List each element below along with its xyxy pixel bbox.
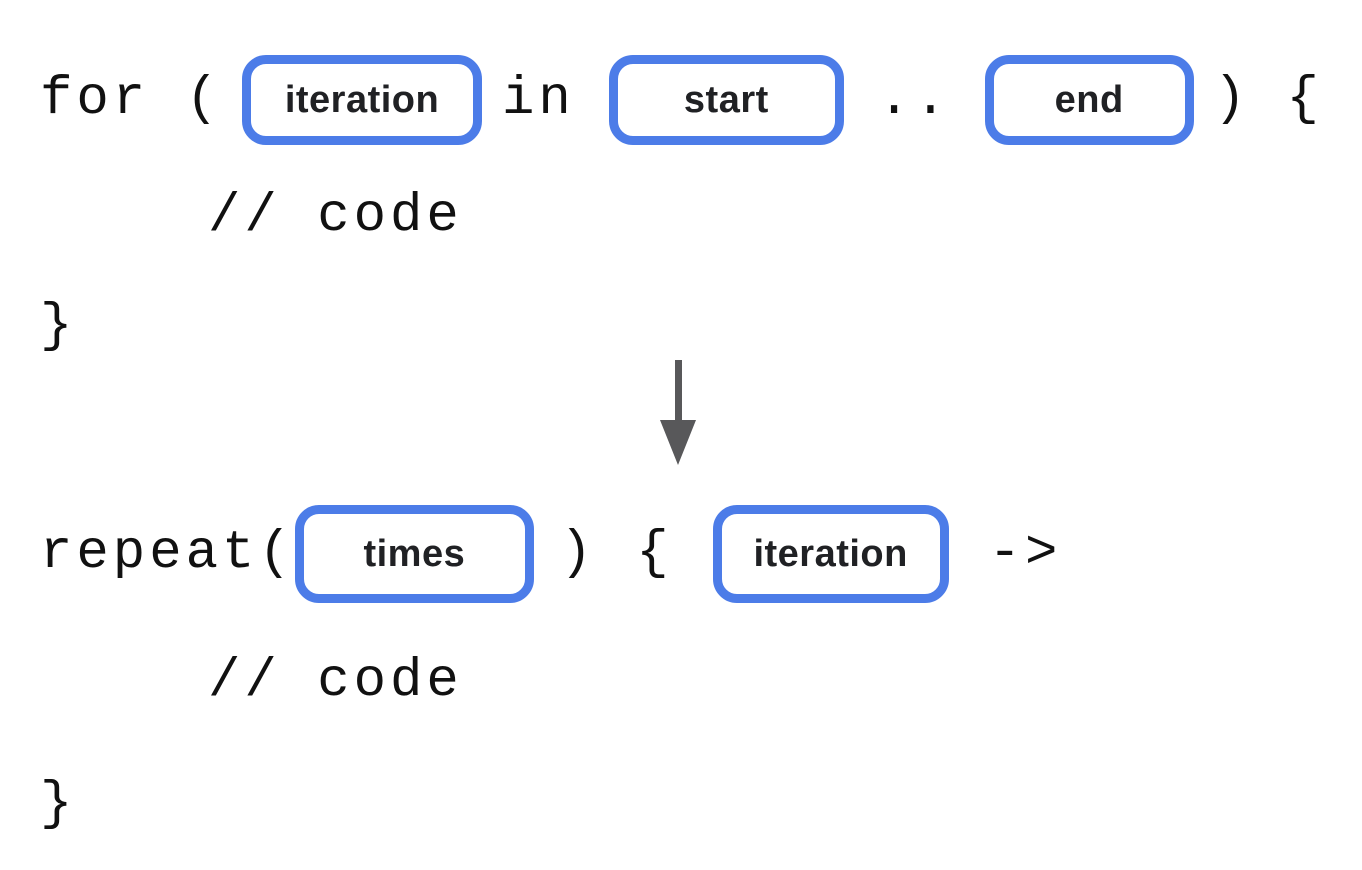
- slot-iteration-label: iteration: [284, 78, 440, 121]
- slot-times: times: [294, 505, 534, 603]
- slot-times-label: times: [363, 532, 466, 575]
- slot-end: end: [984, 55, 1194, 145]
- repeat-close-row: }: [40, 778, 76, 832]
- for-close-brace: }: [40, 296, 77, 357]
- repeat-signature-row: repeat( times ) { iteration ->: [40, 505, 1061, 603]
- slot-end-label: end: [1054, 78, 1124, 121]
- for-keyword: for (: [40, 69, 223, 130]
- slot-iteration-repeat: iteration: [712, 505, 949, 603]
- close-paren-open-brace: ) {: [1213, 69, 1323, 130]
- in-keyword: in: [502, 69, 575, 130]
- slot-start: start: [608, 55, 844, 145]
- repeat-body-row: // code: [208, 655, 463, 709]
- repeat-open-brace: {: [636, 523, 673, 584]
- slot-start-label: start: [683, 78, 769, 121]
- for-loop-signature-row: for ( iteration in start .. end ) {: [40, 55, 1323, 145]
- for-body-comment: // code: [208, 186, 463, 247]
- for-loop-close-row: }: [40, 300, 76, 354]
- repeat-close-paren: ): [559, 523, 597, 584]
- range-operator: ..: [877, 69, 951, 130]
- for-loop-body-row: // code: [208, 190, 463, 244]
- repeat-keyword: repeat(: [40, 523, 295, 584]
- lambda-arrow-operator: ->: [988, 523, 1062, 584]
- repeat-close-brace: }: [40, 774, 77, 835]
- transform-arrow-icon: [658, 360, 698, 468]
- repeat-body-comment: // code: [208, 651, 463, 712]
- slot-iteration-repeat-label: iteration: [753, 532, 908, 575]
- slot-iteration: iteration: [242, 55, 483, 145]
